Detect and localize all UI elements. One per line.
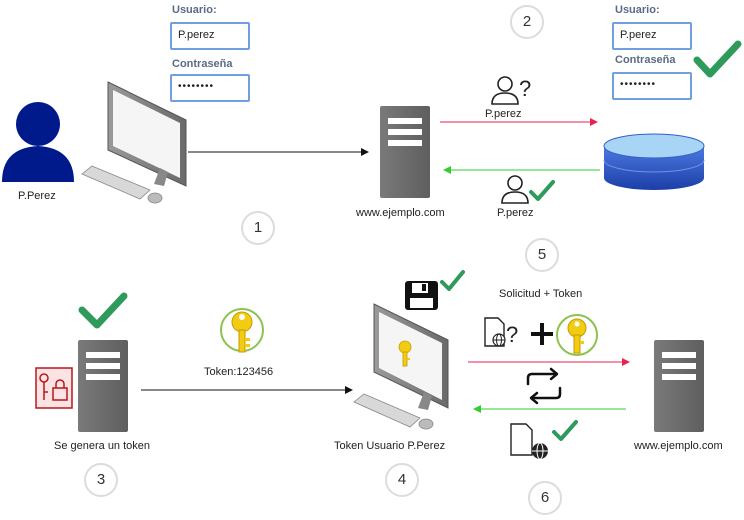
- svg-text:?: ?: [506, 322, 518, 347]
- user-name-label: P.Perez: [18, 190, 56, 202]
- request-label: Solicitud + Token: [499, 288, 583, 300]
- plus-icon: [531, 323, 553, 345]
- web-server-icon: [380, 106, 430, 198]
- username-field[interactable]: P.perez: [170, 22, 250, 50]
- username-field: P.perez: [612, 22, 692, 50]
- step-6-badge: 6: [528, 481, 562, 515]
- step-5-badge: 5: [525, 238, 559, 272]
- password-field: ••••••••: [612, 72, 692, 100]
- lock-key-icon: [35, 367, 73, 409]
- server-domain-label: www.ejemplo.com: [356, 207, 445, 219]
- username-label: Usuario:: [615, 4, 660, 16]
- server-domain-label: www.ejemplo.com: [634, 440, 723, 452]
- save-icon: [405, 281, 438, 310]
- step-3-badge: 3: [84, 463, 118, 497]
- username-label: Usuario:: [172, 4, 217, 16]
- webpage-question-icon: ?: [484, 317, 518, 347]
- key-icon: [220, 308, 264, 353]
- query-user-label: P.perez: [485, 108, 522, 120]
- password-field[interactable]: ••••••••: [170, 74, 250, 102]
- webpage-check-icon: [510, 420, 578, 460]
- user-question-icon: ?: [491, 76, 531, 105]
- step-4-badge: 4: [385, 463, 419, 497]
- web-server-icon: [654, 340, 704, 432]
- token-server-label: Se genera un token: [54, 440, 151, 452]
- client-computer-icon: [353, 303, 449, 430]
- token-label: Token:123456: [204, 366, 274, 378]
- password-label: Contraseña: [615, 54, 676, 66]
- user-icon: [2, 102, 74, 182]
- database-icon: [603, 133, 705, 190]
- token-server-icon: [78, 340, 128, 432]
- computer-icon: [81, 81, 187, 204]
- svg-text:?: ?: [519, 76, 531, 101]
- check-icon: [693, 40, 742, 78]
- ok-user-label: P.perez: [497, 207, 534, 219]
- step-2-badge: 2: [510, 5, 544, 39]
- check-icon: [78, 292, 128, 329]
- step-1-badge: 1: [241, 211, 275, 245]
- sync-icon: [526, 367, 562, 405]
- user-check-icon: [501, 175, 555, 204]
- key-icon: [556, 314, 598, 356]
- client-label: Token Usuario P.Perez: [334, 440, 446, 452]
- password-label: Contraseña: [172, 58, 233, 70]
- check-icon: [440, 270, 465, 291]
